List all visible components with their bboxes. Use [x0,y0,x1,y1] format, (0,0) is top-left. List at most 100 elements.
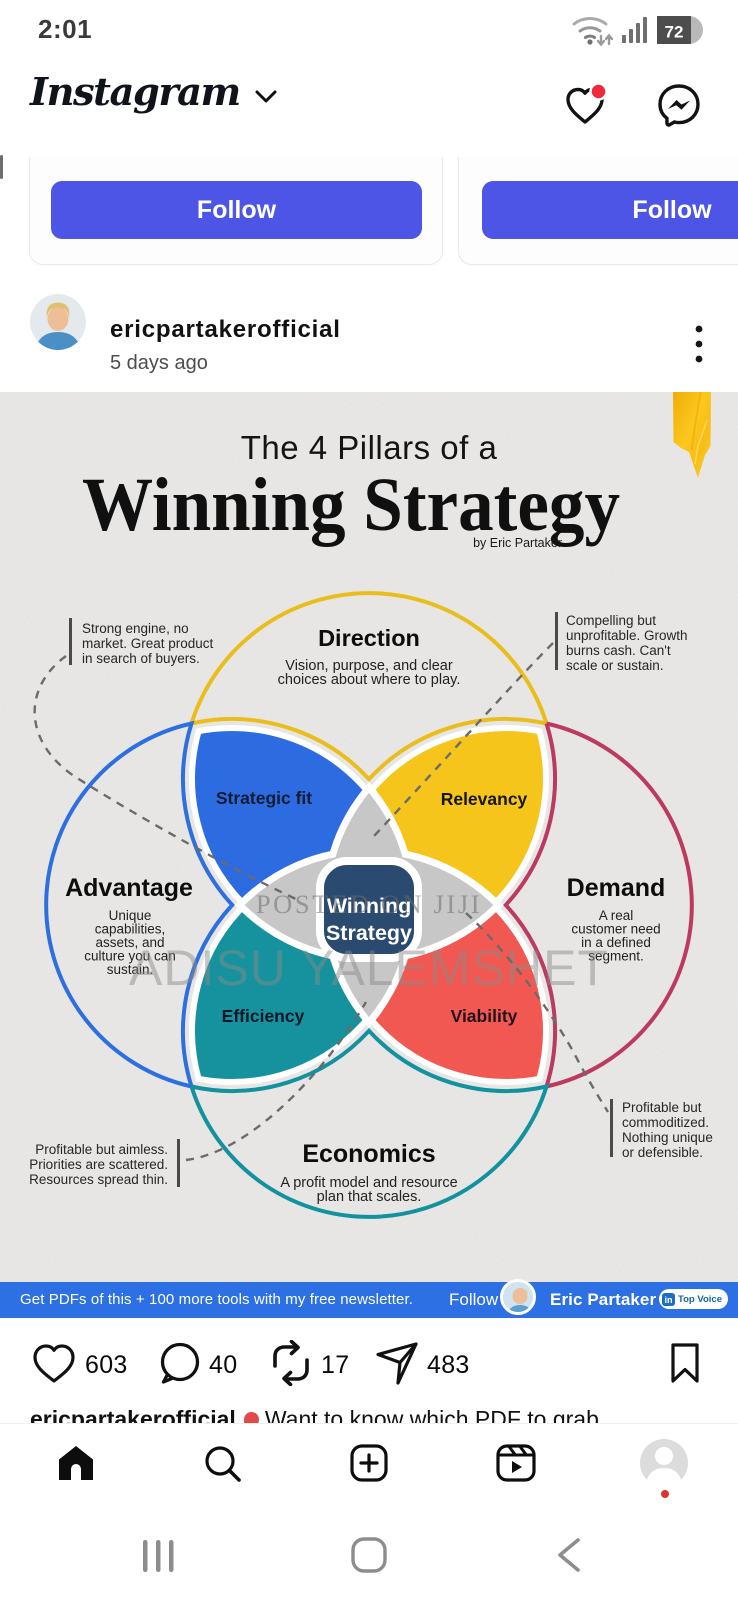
infographic-callouts-bottom-right-line-0: Profitable but [622,1100,702,1115]
follow-button[interactable]: Follow [482,181,738,239]
home-icon[interactable] [55,1442,97,1489]
post-header: ericpartakerofficial 5 days ago [0,266,738,392]
activity-heart-icon[interactable] [560,80,610,135]
infographic-pillars-advantage-desc-line-3: culture you can [84,949,176,964]
linkedin-icon: in [662,1292,675,1306]
instagram-logo: Instagram [30,70,241,115]
infographic-pillars-advantage-desc-line-4: sustain. [107,962,154,977]
status-time: 2:01 [38,14,93,44]
advantage-circle [44,720,235,1089]
profile-avatar[interactable] [638,1438,690,1503]
home-gesture-icon[interactable] [350,1536,388,1579]
post-username[interactable]: ericpartakerofficial [110,316,341,343]
more-options-icon[interactable] [692,324,706,368]
infographic-pillars-direction-desc-line-1: choices about where to play. [278,672,461,688]
strategic-fit-label: Strategic fit [216,788,312,808]
app-header: Instagram [0,60,738,157]
bottom-navigation [0,1423,738,1520]
infographic-callouts-top-right-line-2: burns cash. Can't [566,643,671,658]
system-navigation [0,1520,738,1600]
infographic-pillars-demand-desc-line-0: A real [599,908,634,923]
status-bar: 2:01 [0,0,738,60]
infographic-callouts-bottom-right-line-1: commoditized. [622,1115,709,1130]
infographic-pillars-demand-desc-line-1: customer need [571,922,660,937]
status-bar-battery-percent: 72 [665,23,684,42]
banner-author-name: Eric Partaker [550,1290,657,1309]
battery-icon: 72 [656,12,704,53]
watermark-posted: POSTED ON JIJI [256,889,482,919]
follow-button[interactable]: Follow [51,181,422,239]
share-count[interactable]: 483 [427,1351,470,1379]
share-icon[interactable] [374,1340,420,1391]
watermark-name: ADISU YALEMSHET [129,940,609,996]
callout-top-right: Compelling but unprofitable. Growth burn… [555,612,688,673]
callout-top-left: Strong engine, no market. Great product … [69,618,214,666]
infographic-callouts-top-left-line-0: Strong engine, no [82,621,189,636]
infographic-callouts-bottom-left-line-0: Profitable but aimless. [35,1142,168,1157]
create-post-icon[interactable] [348,1442,390,1489]
economics-label: Economics [302,1140,435,1168]
infographic-pillars-advantage-desc-line-0: Unique [109,908,152,923]
newsletter-banner[interactable]: Get PDFs of this + 100 more tools with m… [0,1279,738,1318]
infographic-callouts-top-right-line-3: scale or sustain. [566,658,664,673]
recent-apps-icon[interactable] [141,1538,181,1579]
center-label-line1: Winning [327,894,412,918]
demand-circle [503,721,694,1090]
post-timestamp: 5 days ago [110,352,208,374]
banner-message: Get PDFs of this + 100 more tools with m… [20,1291,414,1308]
wifi-icon [570,12,614,53]
instagram-logo-menu[interactable]: Instagram [30,70,278,115]
comment-count[interactable]: 40 [209,1351,238,1379]
chevron-down-icon [254,89,278,110]
infographic-title-line1: The 4 Pillars of a [241,429,498,466]
economics-circle [189,1027,550,1219]
carousel-edge [0,155,3,179]
advantage-label: Advantage [65,874,193,902]
like-icon[interactable] [30,1340,78,1391]
demand-label: Demand [567,874,666,902]
search-icon[interactable] [201,1442,243,1489]
economics-section: Economics A profit model and resource pl… [280,1140,457,1205]
advantage-section: Advantage Unique capabilities, assets, a… [65,874,193,977]
relevancy-label: Relevancy [441,789,528,809]
infographic-callouts-bottom-left-line-1: Priorities are scattered. [29,1157,168,1172]
messenger-icon[interactable] [654,80,704,135]
infographic-byline: by Eric Partaker [473,536,562,550]
infographic-pillars-demand-desc-line-2: in a defined [581,935,651,950]
efficiency-label: Efficiency [222,1006,305,1026]
direction-section: Direction Vision, purpose, and clear cho… [278,625,461,688]
signal-icon [622,12,648,53]
post-image[interactable]: The 4 Pillars of a Winning Strategy by E… [0,391,738,1282]
infographic-title-line2: Winning Strategy [82,463,620,547]
infographic-callouts-top-left-line-2: in search of buyers. [82,651,200,666]
tape-decoration [673,391,711,478]
infographic-callouts-bottom-right-line-3: or defensible. [622,1145,703,1160]
center-label-line2: Strategy [326,921,412,945]
demand-section: Demand A real customer need in a defined… [567,874,666,964]
infographic-pillars-advantage-desc-line-2: assets, and [95,935,164,950]
infographic-pillars-economics-desc-line-0: A profit model and resource [280,1175,457,1191]
winning-strategy-center [316,857,422,962]
repost-count[interactable]: 17 [321,1351,350,1379]
infographic-pillars-demand-desc-line-3: segment. [588,949,644,964]
direction-label: Direction [318,625,420,651]
infographic-pillars-direction-desc-line-0: Vision, purpose, and clear [285,658,453,674]
avatar[interactable] [30,294,86,350]
bookmark-icon[interactable] [666,1340,704,1391]
like-count[interactable]: 603 [85,1351,128,1379]
infographic-callouts-bottom-left-line-2: Resources spread thin. [29,1172,168,1187]
top-voice-badge: in Top Voice [659,1289,728,1309]
viability-label: Viability [451,1006,518,1026]
infographic-pillars-economics-desc-line-1: plan that scales. [317,1189,422,1205]
callout-bottom-left: Profitable but aimless. Priorities are s… [29,1139,180,1187]
banner-follow-label[interactable]: Follow [449,1290,499,1309]
reels-icon[interactable] [494,1442,538,1489]
repost-icon[interactable] [268,1339,314,1391]
back-icon[interactable] [552,1537,588,1578]
infographic-pillars-advantage-desc-line-1: capabilities, [95,922,166,937]
comment-icon[interactable] [156,1340,202,1391]
infographic-callouts-bottom-right-line-2: Nothing unique [622,1130,713,1145]
direction-circle [189,591,550,783]
callout-bottom-right: Profitable but commoditized. Nothing uni… [610,1099,713,1160]
